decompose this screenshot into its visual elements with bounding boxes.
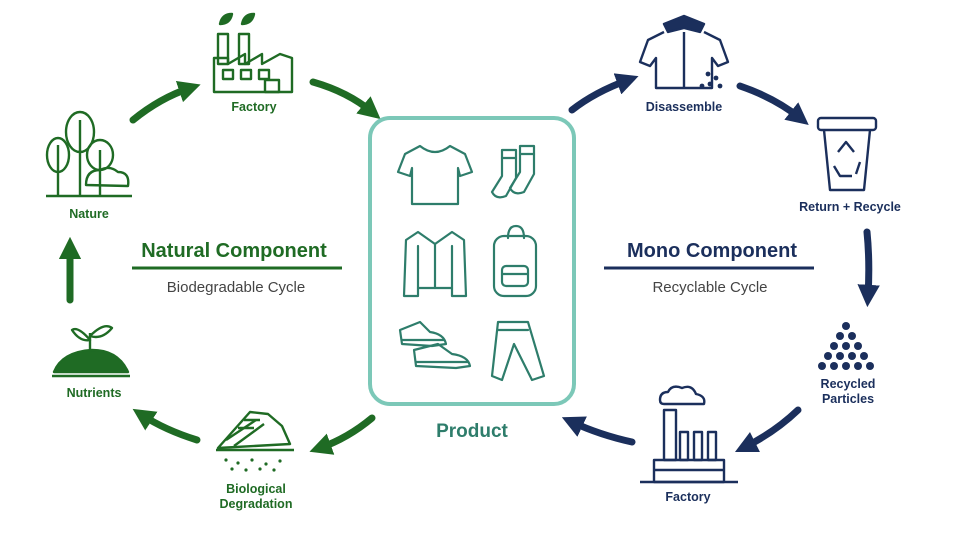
arrow-nature-to-factory	[129, 80, 201, 124]
backpack-icon	[492, 224, 538, 298]
recycled-particles-label: Recycled Particles	[820, 377, 876, 406]
jacket-icon	[402, 230, 468, 298]
trousers-icon	[490, 320, 546, 382]
product-label: Product	[436, 421, 508, 442]
shirt-disassemble-icon	[638, 14, 730, 90]
mono-component-heading: Mono Component	[627, 240, 797, 262]
natural-component-heading: Natural Component	[141, 240, 327, 262]
natural-factory-icon	[212, 12, 294, 94]
arrow-disassemble-to-bin	[736, 82, 809, 125]
recycle-bin-icon	[816, 116, 878, 192]
nutrients-label: Nutrients	[66, 386, 122, 400]
natural-cycle-arrows	[58, 78, 381, 455]
nature-label: Nature	[69, 207, 109, 221]
mono-factory-label: Factory	[665, 490, 711, 504]
tshirt-icon	[396, 144, 474, 206]
recyclable-cycle-subtitle: Recyclable Cycle	[652, 279, 768, 296]
return-recycle-label: Return + Recycle	[799, 200, 901, 214]
product-icons	[396, 144, 546, 382]
socks-icon	[490, 144, 536, 199]
arrow-factory-to-product	[561, 416, 636, 446]
degrading-shoe-icon	[216, 410, 294, 472]
arrow-particles-to-factory	[734, 406, 802, 453]
biodegradable-cycle-subtitle: Biodegradable Cycle	[166, 279, 306, 296]
mono-factory-icon	[640, 385, 738, 484]
natural-factory-label: Factory	[231, 100, 277, 114]
product-frame	[368, 116, 576, 406]
disassemble-label: Disassemble	[645, 100, 723, 114]
arrow-degradation-to-nutrients	[132, 408, 201, 444]
mono-cycle-arrows	[561, 73, 880, 453]
trees-icon	[45, 110, 132, 198]
sprout-icon	[52, 325, 130, 378]
arrow-factory-to-product	[309, 78, 381, 120]
biological-degradation-label: Biological Degradation	[219, 482, 293, 511]
arrow-product-to-disassemble	[568, 73, 639, 114]
arrow-bin-to-particles	[857, 228, 880, 308]
arrow-product-to-degradation	[309, 414, 376, 455]
sneakers-icon	[398, 320, 472, 370]
particles-icon	[818, 322, 874, 370]
